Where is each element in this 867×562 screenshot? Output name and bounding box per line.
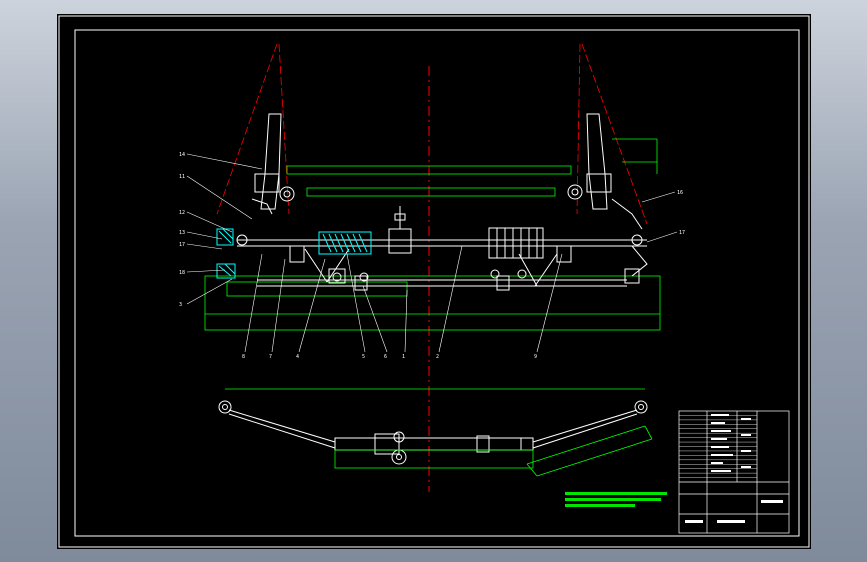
leader-label: 13 (179, 230, 185, 236)
leader-label: 17 (179, 242, 185, 248)
leader-label: 11 (179, 174, 185, 180)
leader-label: 17 (679, 230, 685, 236)
steering-rack (237, 206, 647, 291)
leader-label: 3 (179, 302, 182, 308)
left-knuckle (251, 113, 295, 215)
technical-notes (565, 492, 667, 507)
leader-label: 5 (362, 354, 365, 360)
leader-label: 8 (242, 354, 245, 360)
dimension-boxes (204, 138, 661, 331)
leader-label: 1 (402, 354, 405, 360)
tie-rod-view (218, 388, 653, 477)
left-kingpin-line-b (278, 43, 290, 215)
left-leaders (186, 153, 263, 305)
leader-label: 4 (296, 354, 299, 360)
outer-frame (58, 15, 810, 548)
bottom-leaders (244, 245, 563, 353)
top-view: 14 11 12 13 17 18 3 16 17 8 7 4 5 6 1 (179, 43, 685, 360)
leader-label: 18 (179, 270, 185, 276)
tie-rod-ends (236, 234, 648, 284)
right-kingpin-line-a (581, 43, 648, 225)
title-block (678, 410, 790, 534)
leader-label: 9 (534, 354, 537, 360)
right-bellows (488, 227, 544, 259)
leader-label: 12 (179, 210, 185, 216)
leader-label: 6 (384, 354, 387, 360)
cad-viewport[interactable]: 14 11 12 13 17 18 3 16 17 8 7 4 5 6 1 (57, 14, 811, 549)
hatched-sections (216, 228, 372, 279)
leader-label: 14 (179, 152, 185, 158)
right-knuckle (567, 113, 643, 230)
right-leaders (641, 191, 678, 243)
title-block-text (685, 414, 783, 523)
left-kingpin-line-a (216, 43, 278, 215)
right-kingpin-line-b (576, 43, 581, 215)
leader-label: 2 (436, 354, 439, 360)
leader-label: 7 (269, 354, 272, 360)
leader-label: 16 (677, 190, 683, 196)
steering-assembly-drawing: 14 11 12 13 17 18 3 16 17 8 7 4 5 6 1 (58, 15, 810, 548)
title-block-rows (679, 415, 757, 478)
inner-frame (74, 29, 800, 537)
